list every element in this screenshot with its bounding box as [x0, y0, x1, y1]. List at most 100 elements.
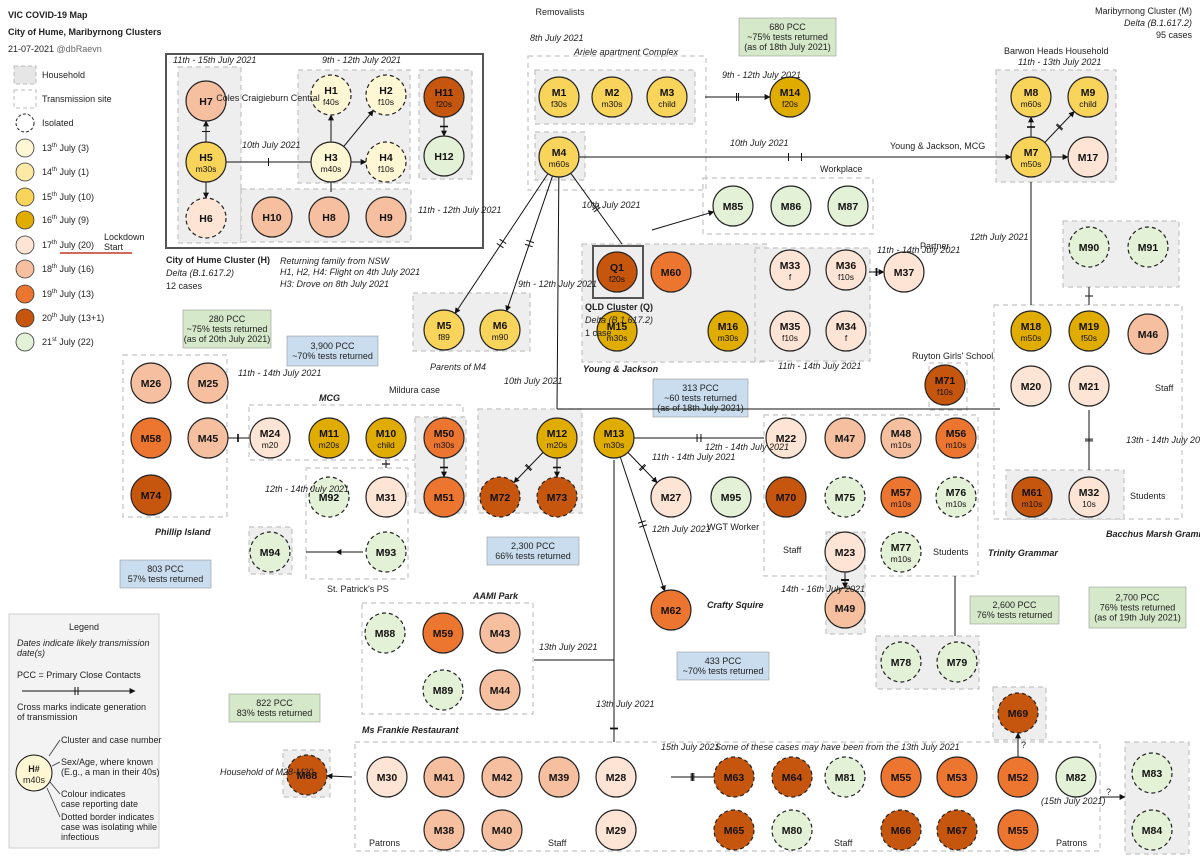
case-node-m39: M39 [538, 756, 580, 798]
hume-cluster-title: City of Hume Cluster (H) [166, 255, 270, 265]
legend-key-label: 17th July (20) [42, 240, 94, 250]
case-node-m28: M28 [595, 756, 637, 798]
case-id: M42 [492, 772, 513, 784]
case-circle [770, 185, 812, 227]
pcc-text: 66% tests returned [495, 551, 571, 561]
date-label: 11th - 13th July 2021 [1018, 57, 1101, 67]
case-id: M45 [198, 433, 219, 445]
case-node-m82: M82 [1055, 756, 1097, 798]
annotation-label: Partner [920, 241, 950, 251]
case-id: M89 [433, 685, 454, 697]
case-circle [646, 76, 688, 118]
case-sex-age: m50s [1021, 333, 1042, 343]
case-sex-age: m90 [492, 332, 509, 342]
annotation-label: Staff [834, 838, 853, 848]
case-node-m31: M31 [365, 476, 407, 518]
annotation-label: ? [1106, 787, 1111, 797]
case-circle [880, 476, 922, 518]
pcc-text: ~75% tests returned [747, 32, 828, 42]
case-id: M58 [141, 433, 162, 445]
case-sex-age: m30s [718, 333, 739, 343]
case-id: M15 [607, 321, 628, 333]
case-node-m22: M22 [765, 417, 807, 459]
case-node-m88: M88 [364, 612, 406, 654]
case-node-m72: M72 [479, 476, 521, 518]
case-circle [936, 809, 978, 851]
transmission-edge [619, 456, 666, 592]
case-sex-age: f20s [782, 99, 798, 109]
date-label: 12th July 2021 [970, 232, 1029, 242]
case-id: M55 [891, 772, 912, 784]
case-id: M91 [1138, 242, 1159, 254]
case-sex-age: m30s [602, 99, 623, 109]
case-node-m27: M27 [650, 476, 692, 518]
case-id: M18 [1021, 321, 1042, 333]
case-id: M29 [606, 825, 627, 837]
pcc-text: 76% tests returned [1100, 603, 1176, 613]
pcc-box [228, 693, 321, 723]
site-label: MCG [319, 393, 340, 403]
case-id: M22 [776, 433, 797, 445]
case-id: M6 [493, 320, 508, 332]
pcc-box [738, 17, 837, 57]
case-circle [936, 641, 978, 683]
case-id: M51 [434, 492, 455, 504]
pcc-box [676, 651, 770, 681]
case-node-m46: M46 [1127, 313, 1169, 355]
case-id: M41 [434, 772, 455, 784]
case-node-m49: M49 [824, 587, 866, 629]
case-sex-age: f20s [436, 99, 452, 109]
legend-key-label: 21st July (22) [42, 337, 94, 347]
case-node-m37: M37 [883, 251, 925, 293]
case-circle [769, 249, 811, 291]
case-circle [771, 809, 813, 851]
case-circle [423, 76, 465, 118]
case-node-m51: M51 [423, 476, 465, 518]
case-circle [366, 756, 408, 798]
lockdown-label: Lockdown [104, 232, 145, 242]
case-circle [825, 310, 867, 352]
transmission-edge [627, 452, 658, 484]
case-sex-age: f50s [1081, 333, 1097, 343]
case-circle [538, 756, 580, 798]
date-label: 13th July 2021 [596, 699, 655, 709]
case-sex-age: m30s [607, 333, 628, 343]
pcc-text: 313 PCC [682, 383, 719, 393]
case-id: M87 [838, 201, 859, 213]
case-circle [423, 756, 465, 798]
case-node-m43: M43 [479, 612, 521, 654]
case-id: M84 [1142, 825, 1163, 837]
case-circle [880, 531, 922, 573]
case-id: M78 [891, 657, 912, 669]
case-sex-age: m20s [319, 440, 340, 450]
case-node-m83: M83 [1131, 752, 1173, 794]
page-subtitle: City of Hume, Maribyrnong Clusters [8, 27, 162, 37]
case-id: M28 [606, 772, 627, 784]
case-sex-age: f10s [378, 97, 394, 107]
case-id: M75 [835, 492, 856, 504]
case-sex-age: f [845, 333, 848, 343]
case-circle [1068, 310, 1110, 352]
case-node-m85: M85 [712, 185, 754, 227]
lockdown-label: Start [104, 242, 124, 252]
annotation-label: Staff [548, 838, 567, 848]
case-circle [827, 185, 869, 227]
case-node-m90: M90 [1068, 226, 1110, 268]
date-label: 11th - 14th July 2021 [238, 368, 321, 378]
case-circle [880, 756, 922, 798]
case-sex-age: m40s [321, 164, 342, 174]
site-label: Ms Frankie Restaurant [362, 725, 460, 735]
case-node-m52: M52 [997, 756, 1039, 798]
site-box [763, 414, 979, 577]
case-node-m78: M78 [880, 641, 922, 683]
case-node-m38: M38 [423, 809, 465, 851]
